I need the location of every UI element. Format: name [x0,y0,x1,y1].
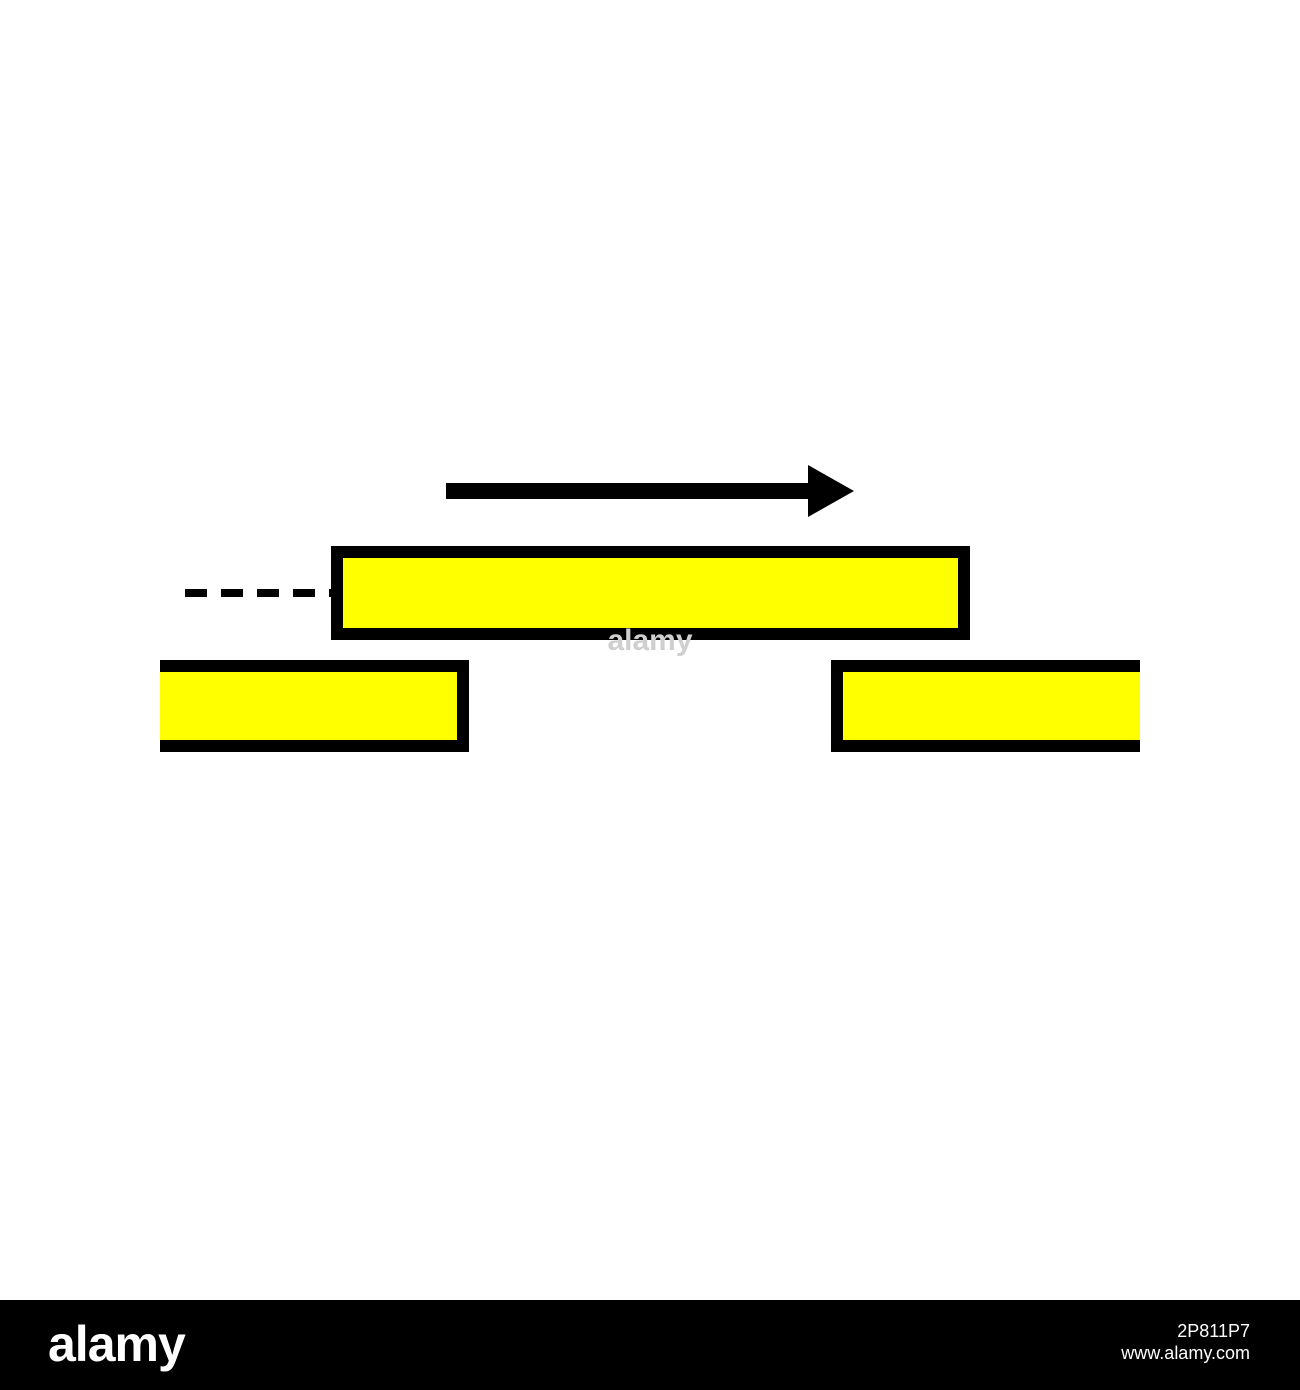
footer-bar: alamy 2P811P7 www.alamy.com [0,1300,1300,1390]
right-plank [831,660,1140,752]
image-id-block: 2P811P7 www.alamy.com [1121,1320,1250,1364]
direction-arrow-icon [446,465,854,517]
left-plank [160,660,469,752]
image-id: 2P811P7 [1177,1321,1250,1341]
site-url: www.alamy.com [1121,1343,1250,1363]
alamy-logo: alamy [48,1316,186,1372]
arrow-head [808,465,854,517]
moving-plank [331,546,970,640]
diagram-svg: alamy [160,465,1140,752]
diagram-canvas: alamy [160,465,1140,752]
watermark-text: alamy [607,624,692,657]
